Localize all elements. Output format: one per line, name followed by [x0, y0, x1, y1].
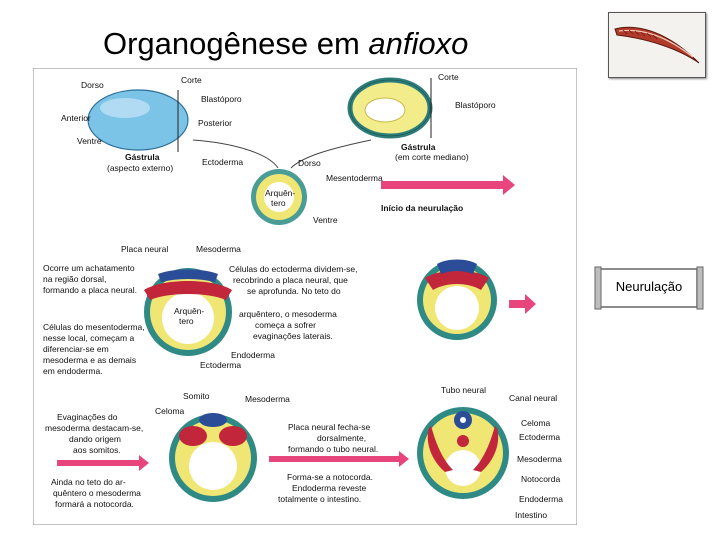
s2-low-5: em endoderma.	[43, 366, 103, 376]
label-ventre-1: Ventre	[77, 136, 102, 146]
label-corte-2: Corte	[438, 72, 459, 82]
title-main: Organogênese em	[103, 26, 369, 61]
label-tubo-neural: Tubo neural	[441, 385, 486, 395]
s2-low-3: diferenciar-se em	[43, 344, 109, 354]
s2-left-1: Ocorre um achatamento	[43, 263, 135, 273]
label-placa-neural: Placa neural	[121, 244, 168, 254]
s3-bot-2: Endoderma reveste	[292, 483, 366, 493]
scroll-banner-shape	[594, 266, 704, 310]
caption-gastrula-sec-2: (em corte mediano)	[395, 152, 469, 162]
label-posterior: Posterior	[198, 118, 232, 128]
s3-left-3: dando origem	[69, 434, 121, 444]
label-arqu-2b: tero	[179, 316, 194, 326]
label-corte-1: Corte	[181, 75, 202, 85]
s2-left-3: formando a placa neural.	[43, 285, 137, 295]
scroll-note: Neurulação	[593, 263, 705, 313]
s3-bot-1: Forma-se a notocorda.	[287, 472, 373, 482]
label-ectoderma-1: Ectoderma	[202, 157, 243, 167]
label-anterior: Anterior	[61, 113, 91, 123]
s3-left-2: mesoderma destacam-se,	[45, 423, 143, 433]
s2-mid-6: evaginações laterais.	[253, 331, 333, 341]
caption-gastrula-sec: Gástrula	[401, 142, 436, 152]
label-celoma-1: Celoma	[155, 406, 185, 416]
label-intestino: Intestino	[515, 510, 547, 520]
s2-mid-1: Células do ectoderma dividem-se,	[229, 264, 358, 274]
label-ventre-2: Ventre	[313, 215, 338, 225]
label-mesoderma-2: Mesoderma	[245, 394, 290, 404]
s3-bot-3: totalmente o intestino.	[278, 494, 361, 504]
label-ectoderma-2: Ectoderma	[200, 360, 241, 370]
s3-low-3: formará a notocorda.	[55, 499, 134, 509]
s2-mid-5: começa a sofrer	[255, 320, 316, 330]
label-celoma-2: Celoma	[521, 418, 551, 428]
label-blastoporo-2: Blastóporo	[455, 100, 496, 110]
label-arqu-1a: Arquên-	[265, 188, 295, 198]
caption-gastrula-ext-2: (aspecto externo)	[107, 163, 173, 173]
s2-left-2: na região dorsal,	[43, 274, 106, 284]
s2-mid-4: arquêntero, o mesoderma	[239, 309, 337, 319]
s2-mid-2: recobrindo a placa neural, que	[233, 275, 348, 285]
neurulation-diagram: Dorso Corte Blastóporo Anterior Posterio…	[33, 68, 577, 525]
title-italic: anfioxo	[368, 26, 469, 61]
label-arqu-1b: tero	[271, 198, 286, 208]
s3-low-1: Ainda no teto do ar-	[51, 477, 126, 487]
label-canal-neural: Canal neural	[509, 393, 557, 403]
s3-low-2: quêntero o mesoderma	[53, 488, 141, 498]
s2-mid-3: se aprofunda. No teto do	[247, 286, 341, 296]
s2-low-2: nesse local, começam a	[43, 333, 134, 343]
label-arqu-2a: Arquên-	[174, 306, 204, 316]
neurulation-figure: Dorso Corte Blastóporo Anterior Posterio…	[33, 68, 577, 525]
label-mesentoderma: Mesentoderma	[326, 173, 383, 183]
amphioxus-icon	[609, 13, 705, 77]
s3-left-1: Evaginações do	[57, 412, 118, 422]
label-mesoderma-1: Mesoderma	[196, 244, 241, 254]
s2-low-4: mesoderma e as demais	[43, 355, 136, 365]
s3-mid-2: dorsalmente,	[317, 433, 366, 443]
label-blastoporo-1: Blastóporo	[201, 94, 242, 104]
label-ectoderma-3: Ectoderma	[519, 432, 560, 442]
label-endoderma-2: Endoderma	[519, 494, 563, 504]
s3-mid-3: formando o tubo neural.	[288, 444, 378, 454]
s3-left-4: aos somitos.	[73, 445, 121, 455]
gastrula-external-shape	[87, 89, 189, 151]
label-dorso-2: Dorso	[298, 158, 321, 168]
label-notocorda: Notocorda	[521, 474, 560, 484]
label-mesoderma-3: Mesoderma	[517, 454, 562, 464]
caption-gastrula-ext: Gástrula	[125, 152, 160, 162]
label-dorso: Dorso	[81, 80, 104, 90]
label-somito: Somito	[183, 391, 210, 401]
slide-title: Organogênese em anfioxo	[103, 26, 468, 62]
amphioxus-thumbnail	[608, 12, 706, 78]
s2-low-1: Células do mesentoderma,	[43, 322, 145, 332]
s3-mid-1: Placa neural fecha-se	[288, 422, 370, 432]
label-endoderma-1: Endoderma	[231, 350, 275, 360]
label-inicio-neurulacao: Início da neurulação	[381, 203, 463, 213]
note-label: Neurulação	[615, 279, 683, 294]
